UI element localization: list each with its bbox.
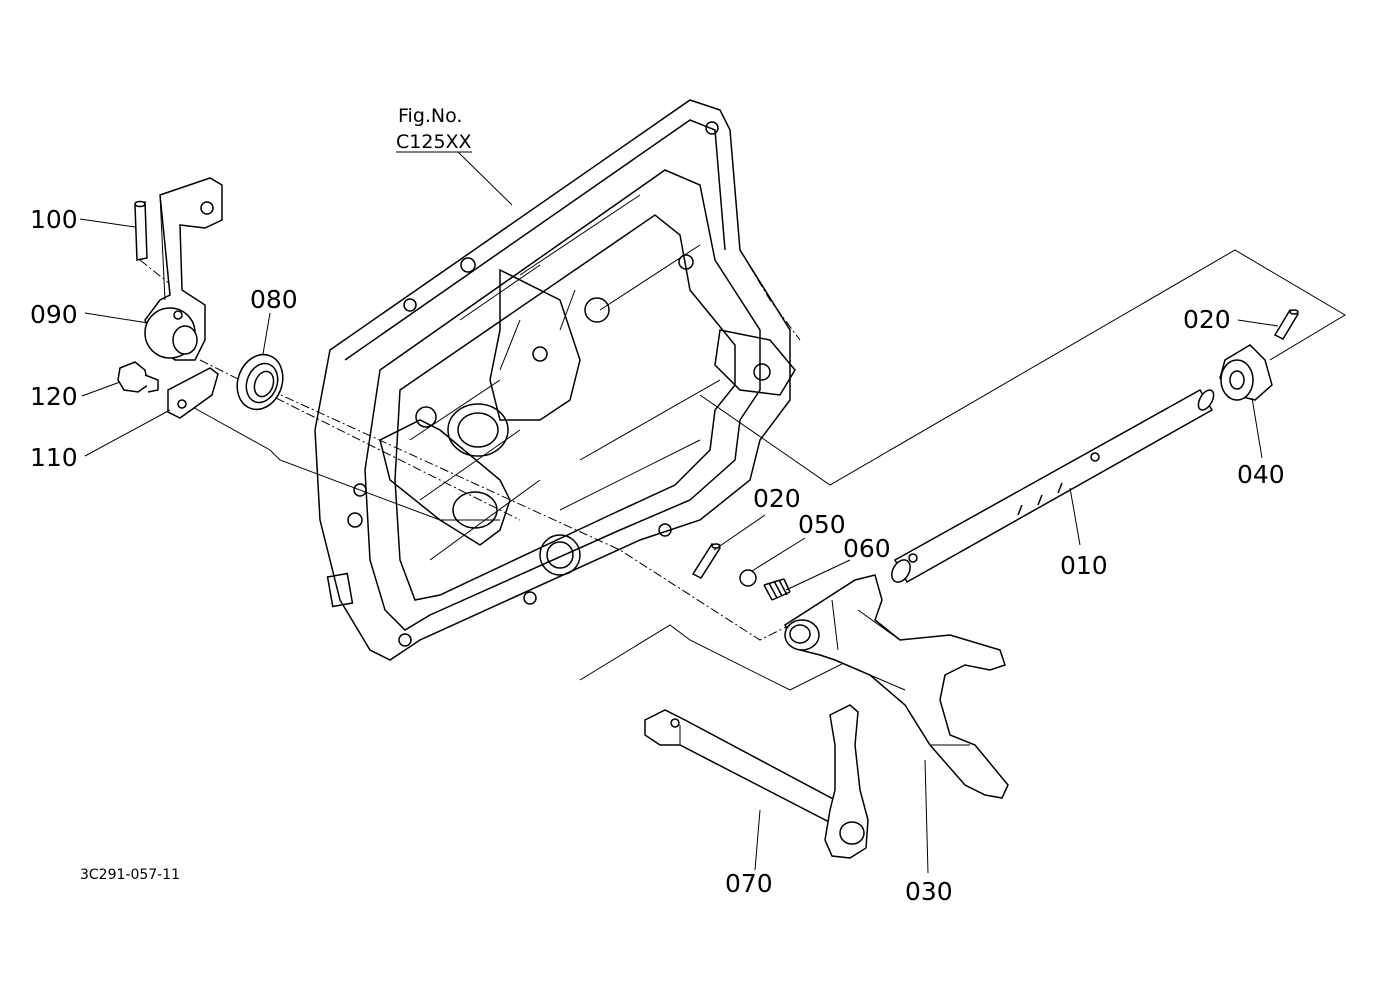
part-060-spring [763, 578, 791, 601]
part-090-lever [144, 177, 223, 361]
part-070-shift-lever [644, 704, 869, 859]
part-120-bolt [117, 361, 159, 393]
part-080-oil-seal [236, 353, 284, 411]
transmission-case [314, 99, 801, 661]
part-040-collar [1219, 344, 1273, 401]
part-050-ball [739, 569, 757, 587]
part-010-shift-rod [891, 388, 1215, 584]
callout-110: 110 [30, 443, 78, 472]
callout-040: 040 [1237, 460, 1285, 489]
callout-030: 030 [905, 877, 953, 906]
drawing-code: 3C291-057-11 [80, 867, 180, 883]
callout-080: 080 [250, 285, 298, 314]
callout-050: 050 [798, 510, 846, 539]
callout-060: 060 [843, 534, 891, 563]
callout-070: 070 [725, 869, 773, 898]
part-030-shift-fork [783, 574, 1009, 799]
leader-lines [79, 151, 1279, 874]
callout-020-upper: 020 [1183, 305, 1231, 334]
part-020-upper-pin [1273, 309, 1300, 340]
callout-120: 120 [30, 382, 78, 411]
fig-number-label: Fig.No. [398, 105, 462, 127]
callout-020-lower: 020 [753, 484, 801, 513]
fig-number-code: C125XX [396, 131, 472, 153]
assembly-lines [139, 249, 1346, 691]
callout-010: 010 [1060, 551, 1108, 580]
part-110-plate [167, 367, 219, 419]
callout-100: 100 [30, 205, 78, 234]
part-100-spring-pin [134, 200, 148, 261]
labels: Fig.No. C125XX 100 090 080 120 110 020 0… [30, 105, 1285, 906]
callout-090: 090 [30, 300, 78, 329]
